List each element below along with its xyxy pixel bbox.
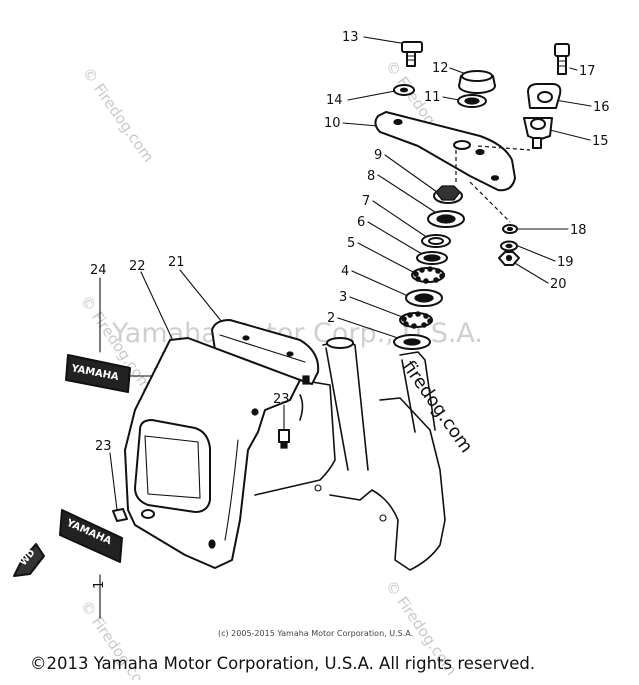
badge-wd: WD: [13, 543, 45, 577]
fork-and-frame: [254, 337, 446, 571]
copyright-small: (c) 2005-2015 Yamaha Motor Corporation, …: [218, 629, 413, 638]
washer-14: [393, 84, 415, 96]
label-24: 24: [90, 263, 107, 278]
label-7: 7: [362, 194, 370, 209]
part-labels: 13 12 14 11 10 9 8 7 6 5 4 3 2 17 16 15 …: [90, 30, 610, 589]
label-6: 6: [357, 215, 365, 230]
washers-18-19-20: [498, 224, 520, 266]
label-21: 21: [168, 255, 185, 270]
emblem-1: YAMAHA: [59, 509, 123, 563]
label-2: 2: [327, 311, 335, 326]
leader-lines: [99, 36, 592, 619]
label-9: 9: [374, 148, 382, 163]
label-11: 11: [424, 90, 441, 105]
label-20: 20: [550, 277, 567, 292]
label-19: 19: [557, 255, 574, 270]
label-3: 3: [339, 290, 347, 305]
label-23-upper: 23: [273, 392, 290, 407]
steering-stack: [393, 185, 465, 350]
washer-11: [457, 94, 487, 108]
bolts-23: [112, 429, 290, 522]
emblem-24: YAMAHA: [65, 354, 131, 393]
label-15: 15: [592, 134, 609, 149]
label-5: 5: [347, 236, 355, 251]
label-12: 12: [432, 61, 449, 76]
label-22: 22: [129, 259, 146, 274]
label-16: 16: [593, 100, 610, 115]
headlight-cowl-22: [124, 337, 301, 569]
label-18: 18: [570, 223, 587, 238]
label-17: 17: [579, 64, 596, 79]
bolt-13: [401, 41, 423, 67]
label-14: 14: [326, 93, 343, 108]
top-cover-21: [211, 319, 320, 385]
label-1: 1: [92, 581, 107, 589]
copyright-footer: ©2013 Yamaha Motor Corporation, U.S.A. A…: [30, 654, 535, 673]
watermark-left-top: © Firedog.com: [79, 64, 158, 166]
holder-17-16-15: [523, 43, 570, 149]
label-13: 13: [342, 30, 359, 45]
label-23-lower: 23: [95, 439, 112, 454]
label-10: 10: [324, 116, 341, 131]
label-8: 8: [367, 169, 375, 184]
crown-bracket-10: [374, 111, 531, 223]
label-4: 4: [341, 264, 349, 279]
cap-12: [458, 70, 496, 94]
